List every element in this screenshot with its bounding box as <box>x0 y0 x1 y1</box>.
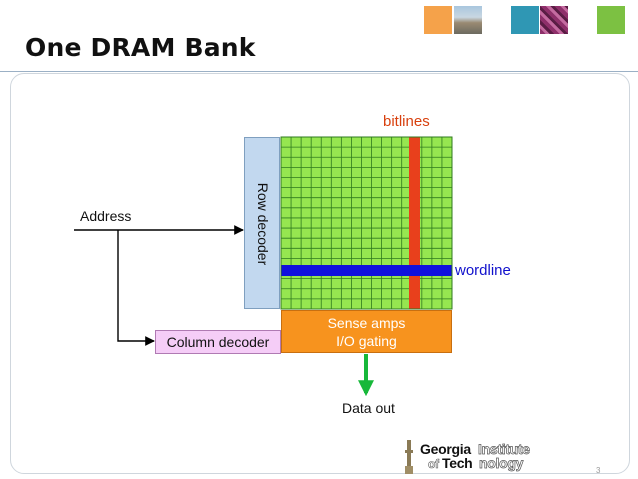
header-thumb-orange <box>424 6 452 34</box>
address-label: Address <box>80 208 132 224</box>
title-rule <box>0 71 638 72</box>
array-border <box>280 136 453 310</box>
logo-of: of <box>428 457 440 472</box>
header-thumb-campus-photo <box>454 6 482 34</box>
array-background <box>281 137 452 309</box>
wordline-bar <box>281 265 452 276</box>
logo-institute: Institute <box>478 441 531 457</box>
io-gating-label: I/O gating <box>336 332 397 349</box>
sense-amps-box: Sense amps I/O gating <box>281 310 452 353</box>
wordline-label: wordline <box>455 262 511 279</box>
logo-tech: Tech <box>442 455 473 471</box>
logo-nology: nology <box>479 455 524 471</box>
address-to-column-decoder-arrow <box>117 230 155 346</box>
logo-georgia: Georgia <box>420 441 471 457</box>
tech-tower-icon <box>405 440 413 474</box>
header-thumb-teal <box>511 6 539 34</box>
column-decoder-label: Column decoder <box>166 334 270 350</box>
sense-amps-label: Sense amps <box>327 314 406 331</box>
bitlines-label: bitlines <box>383 113 430 130</box>
header-thumb-green <box>597 6 625 34</box>
row-decoder-label: Row decoder <box>255 182 271 266</box>
page-number: 3 <box>596 466 601 475</box>
georgia-tech-logo: Georgia Institute of Tech nology <box>402 436 562 476</box>
bitline-bar <box>409 137 420 309</box>
header-thumb-chip-photo <box>540 6 568 34</box>
row-decoder-box: Row decoder <box>244 137 280 309</box>
column-decoder-box: Column decoder <box>155 330 281 354</box>
data-out-label: Data out <box>342 400 395 416</box>
slide-title: One DRAM Bank <box>25 33 256 62</box>
